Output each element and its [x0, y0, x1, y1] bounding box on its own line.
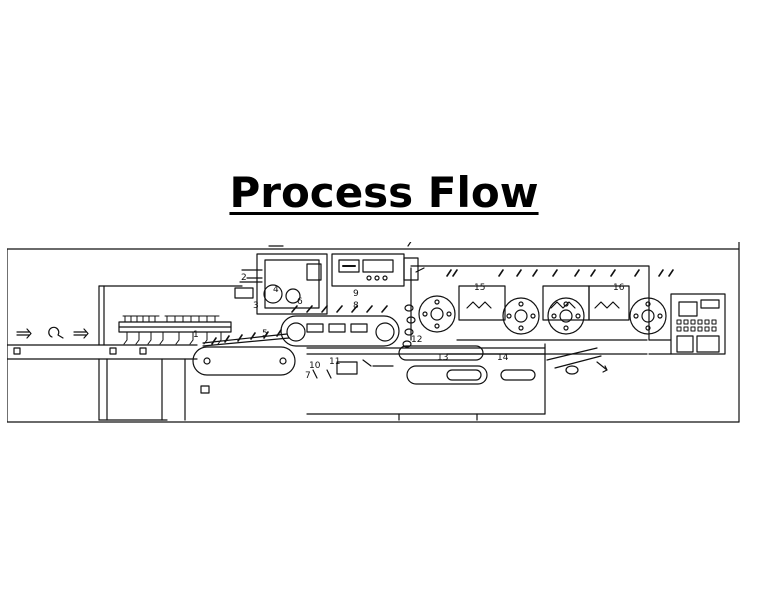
callout-number: 16 [613, 283, 625, 293]
rotation-arrow-icon [48, 326, 64, 339]
callout-number: 1 [193, 330, 199, 340]
output-chute [546, 347, 608, 375]
callout-number: 2 [241, 273, 247, 283]
control-panel [648, 293, 726, 355]
drive-wheel-2 [502, 297, 540, 335]
wrapper-head [234, 245, 328, 315]
callout-number: 6 [297, 297, 303, 307]
flow-arrow-icon [16, 328, 32, 339]
callout-number: 14 [497, 353, 509, 363]
callout-number: 11 [329, 357, 340, 367]
infeed-conveyor [7, 344, 198, 360]
frame-border [7, 242, 740, 423]
crimping-chain [280, 305, 400, 347]
callout-number: 15 [474, 283, 485, 293]
callout-number: 10 [309, 361, 321, 371]
callout-number: 4 [273, 285, 279, 295]
callout-number: 7 [305, 371, 311, 381]
drive-wheel-3 [547, 297, 585, 335]
folding-units [410, 265, 674, 355]
flow-arrow-icon [73, 328, 89, 339]
output-arrow-icon [596, 361, 608, 373]
callout-number: 5 [262, 329, 268, 339]
callout-number: 3 [253, 301, 259, 311]
product-stack [118, 315, 232, 345]
discharge-bed [306, 343, 546, 421]
callout-number: 13 [437, 353, 448, 363]
slide-title: Process Flow [229, 168, 539, 217]
callout-number: 12 [411, 335, 422, 345]
pocket-conveyor [192, 329, 296, 376]
callout-number: 9 [353, 289, 359, 299]
infeed-tower [98, 285, 243, 421]
drive-wheel-1 [418, 295, 456, 333]
drive-wheel-4 [629, 297, 667, 335]
callout-number: 8 [353, 301, 359, 311]
